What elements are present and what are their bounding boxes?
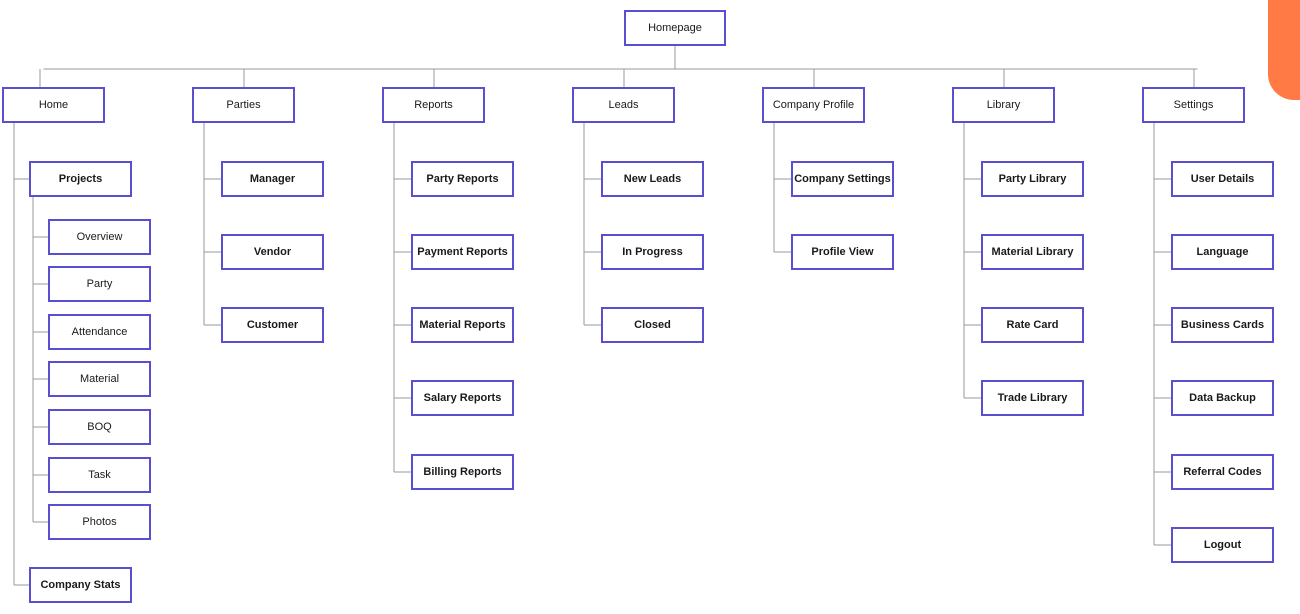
node-customer[interactable]: Customer [221,307,324,343]
node-referral-codes[interactable]: Referral Codes [1171,454,1274,490]
node-material-reports[interactable]: Material Reports [411,307,514,343]
section-home[interactable]: Home [2,87,105,123]
node-overview[interactable]: Overview [48,219,151,255]
node-trade-library[interactable]: Trade Library [981,380,1084,416]
node-billing-reports[interactable]: Billing Reports [411,454,514,490]
section-company-profile[interactable]: Company Profile [762,87,865,123]
node-data-backup[interactable]: Data Backup [1171,380,1274,416]
section-leads[interactable]: Leads [572,87,675,123]
node-payment-reports[interactable]: Payment Reports [411,234,514,270]
node-material-library[interactable]: Material Library [981,234,1084,270]
node-homepage[interactable]: Homepage [624,10,726,46]
section-reports[interactable]: Reports [382,87,485,123]
node-party[interactable]: Party [48,266,151,302]
node-language[interactable]: Language [1171,234,1274,270]
node-vendor[interactable]: Vendor [221,234,324,270]
node-company-settings[interactable]: Company Settings [791,161,894,197]
node-boq[interactable]: BOQ [48,409,151,445]
section-settings[interactable]: Settings [1142,87,1245,123]
node-new-leads[interactable]: New Leads [601,161,704,197]
node-task[interactable]: Task [48,457,151,493]
node-profile-view[interactable]: Profile View [791,234,894,270]
brand-accent-tab [1268,0,1300,100]
node-manager[interactable]: Manager [221,161,324,197]
node-business-cards[interactable]: Business Cards [1171,307,1274,343]
node-party-reports[interactable]: Party Reports [411,161,514,197]
section-parties[interactable]: Parties [192,87,295,123]
node-photos[interactable]: Photos [48,504,151,540]
node-in-progress[interactable]: In Progress [601,234,704,270]
section-library[interactable]: Library [952,87,1055,123]
node-user-details[interactable]: User Details [1171,161,1274,197]
node-salary-reports[interactable]: Salary Reports [411,380,514,416]
node-projects[interactable]: Projects [29,161,132,197]
node-attendance[interactable]: Attendance [48,314,151,350]
node-closed[interactable]: Closed [601,307,704,343]
node-party-library[interactable]: Party Library [981,161,1084,197]
node-company-stats[interactable]: Company Stats [29,567,132,603]
node-material[interactable]: Material [48,361,151,397]
node-rate-card[interactable]: Rate Card [981,307,1084,343]
node-logout[interactable]: Logout [1171,527,1274,563]
